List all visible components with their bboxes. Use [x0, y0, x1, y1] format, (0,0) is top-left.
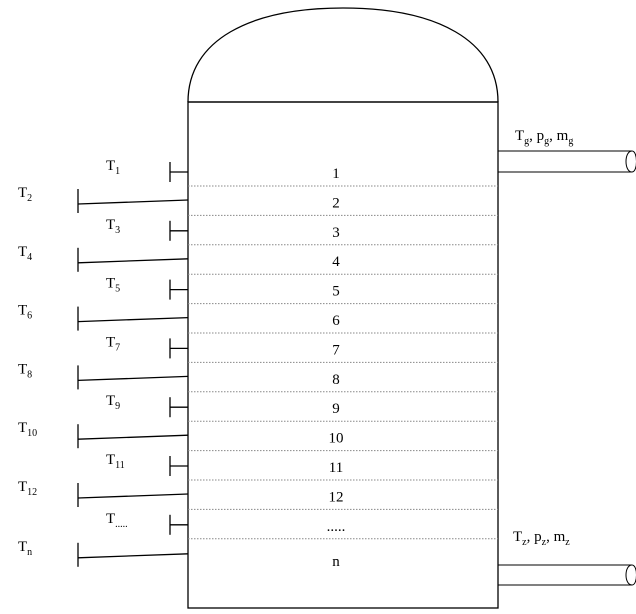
layer-number: 6: [332, 313, 340, 329]
sensor-label: T1: [106, 158, 120, 177]
sensor-label: T5: [106, 276, 120, 295]
sensor-label: T9: [106, 393, 120, 412]
sensor-label: T3: [106, 217, 120, 236]
sensor-probe: [77, 258, 189, 264]
layer-number: 1: [332, 166, 340, 182]
sensor-label: T11: [106, 452, 125, 471]
layer-number: 7: [332, 342, 340, 358]
layer-number: 5: [332, 284, 340, 300]
layer-number: 2: [332, 195, 340, 211]
sensor-label: Tn: [18, 539, 32, 558]
sensor-probe: [77, 375, 189, 382]
layer-number: .....: [327, 519, 346, 535]
outlet-pipe-bottom: [498, 564, 636, 586]
sensor-probe: [77, 553, 189, 559]
layer-number: 8: [332, 372, 340, 388]
sensor-label: T6: [18, 303, 32, 322]
layer-number: n: [332, 554, 340, 570]
layer-number: 9: [332, 401, 340, 417]
layer-number: 11: [329, 460, 343, 476]
layer-number: 3: [332, 225, 340, 241]
outlet-top-label: Tg, pg, mg: [515, 128, 573, 147]
sensor-label: T12: [18, 479, 37, 498]
layer-number: 4: [332, 254, 340, 270]
layer-number: 12: [329, 489, 344, 505]
tank-dome: [187, 7, 499, 103]
sensor-probe: [77, 199, 189, 205]
sensor-label: T8: [18, 361, 32, 380]
sensor-probe: [77, 316, 189, 323]
sensor-label: T10: [18, 420, 37, 439]
layer-number: 10: [329, 431, 344, 447]
sensor-label: T7: [106, 334, 120, 353]
outlet-bottom-label: Tz, pz, mz: [513, 529, 570, 548]
tank-body: [187, 101, 499, 609]
sensor-label: T4: [18, 244, 32, 263]
sensor-probe: [77, 434, 189, 440]
sensor-label: T2: [18, 185, 32, 204]
sensor-probe: [77, 493, 189, 499]
sensor-label: T.....: [106, 511, 128, 530]
outlet-pipe-top: [498, 150, 636, 173]
